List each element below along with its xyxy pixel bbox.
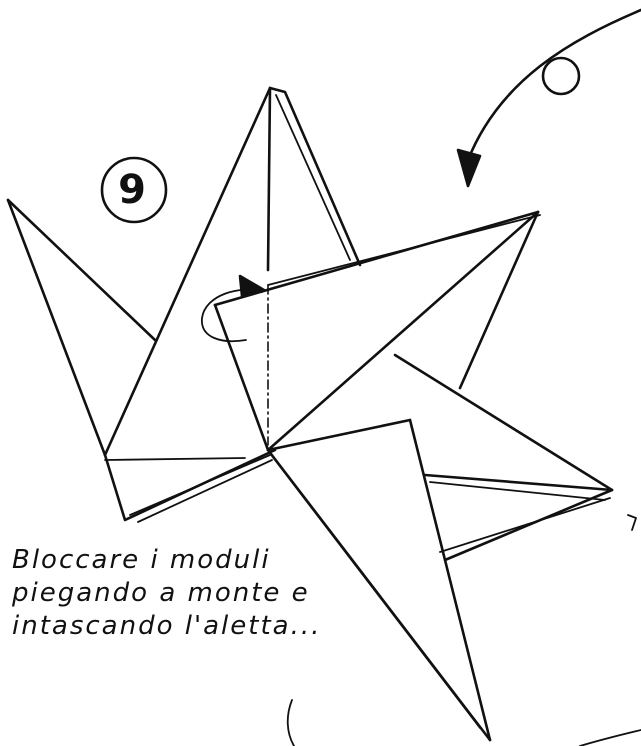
body-base [105, 450, 275, 522]
caption: Bloccare i moduli piegando a monte e int… [12, 544, 342, 643]
edge-mark-bottom-right [580, 730, 641, 746]
caption-line-3: intascando l'aletta... [12, 610, 342, 643]
caption-line-2: piegando a monte e [12, 577, 342, 610]
left-flap [8, 200, 155, 455]
caption-line-1: Bloccare i moduli [12, 544, 342, 577]
tuck-arrow-icon [202, 276, 264, 341]
rotate-arrow-icon [458, 10, 641, 186]
right-lower-flap [395, 355, 612, 560]
edge-mark-bottom [288, 700, 294, 746]
edge-mark-right [628, 515, 636, 530]
step-number: 9 [104, 166, 160, 214]
